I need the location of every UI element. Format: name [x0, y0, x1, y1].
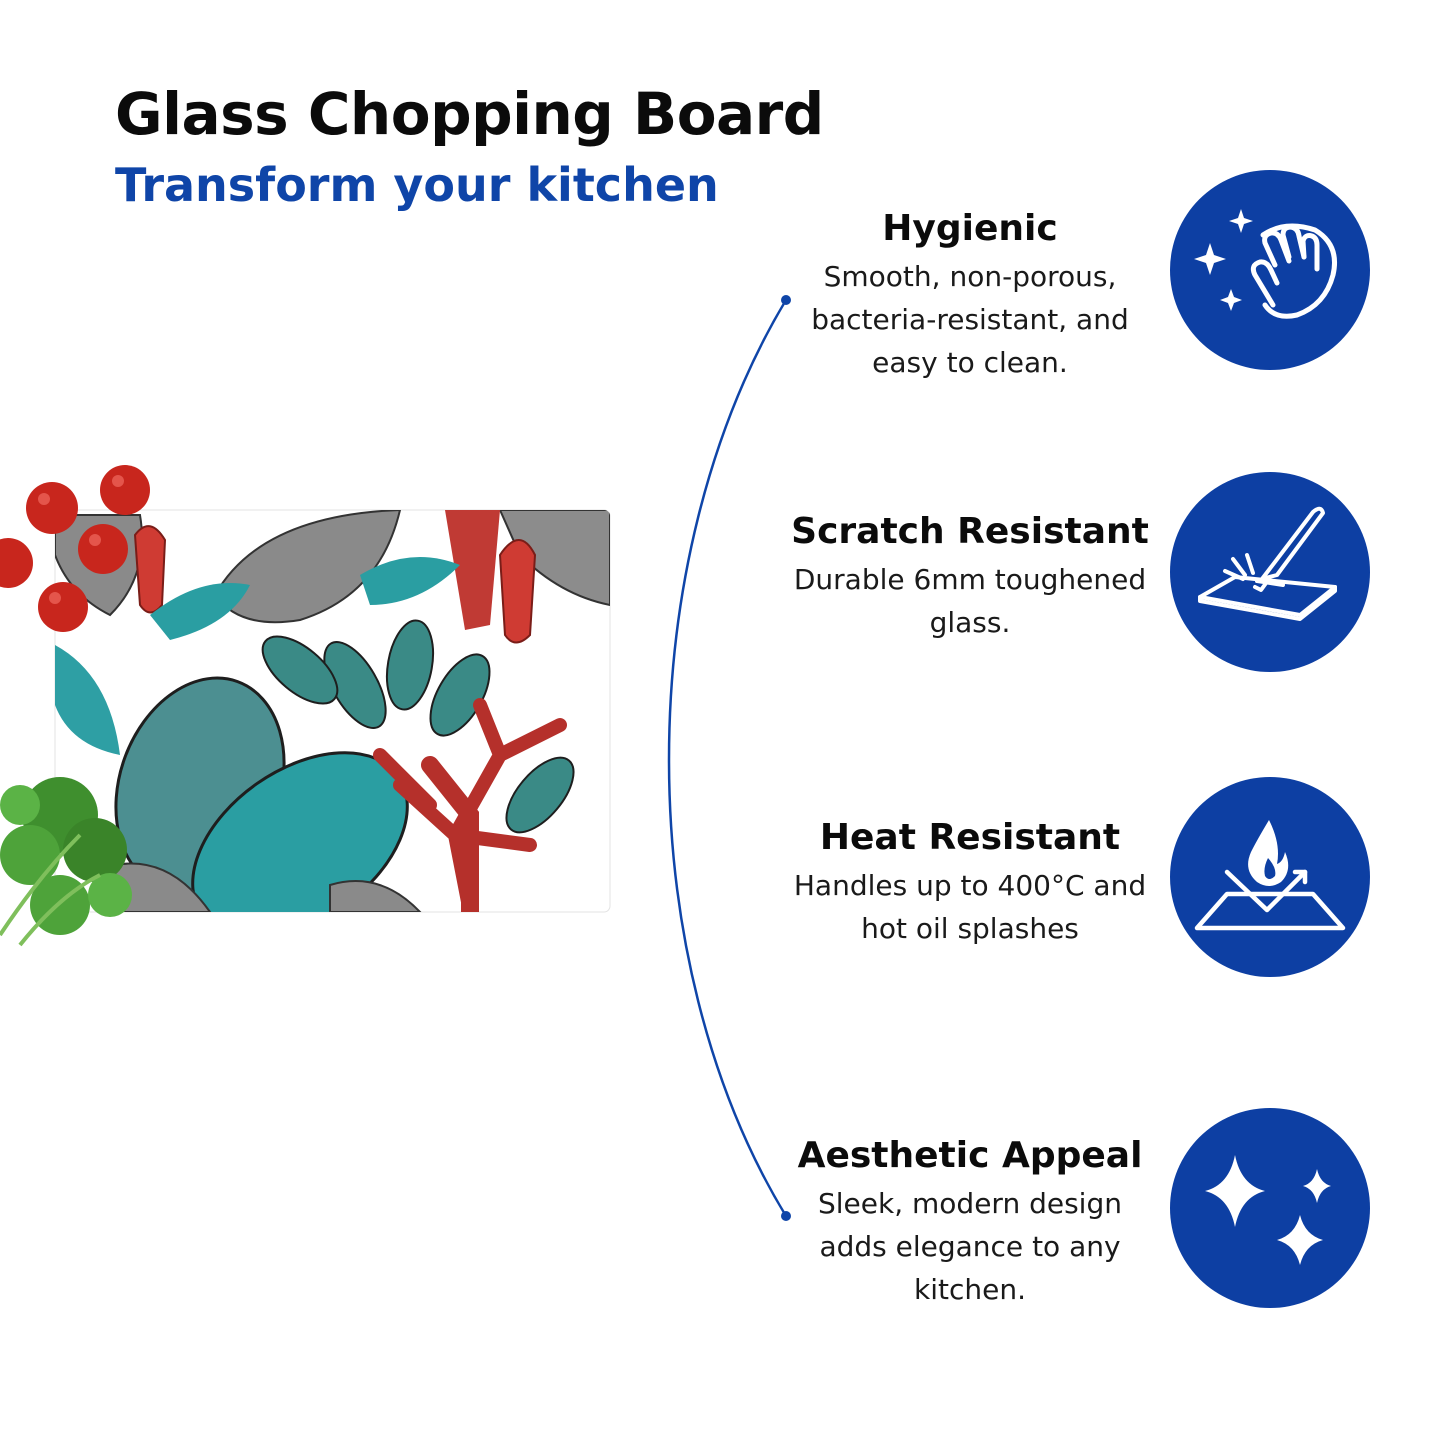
feature-title: Heat Resistant [819, 817, 1121, 858]
parsley-icon [0, 777, 132, 947]
feature-hygienic: Hygienic Smooth, non-porous, bacteria-re… [790, 205, 1150, 384]
hand-wipe-sparkle-icon [1165, 165, 1375, 375]
feature-description: Sleek, modern design adds elegance to an… [818, 1187, 1122, 1306]
feature-title: Hygienic [882, 208, 1058, 249]
sparkles-icon [1165, 1103, 1375, 1313]
feature-description: Handles up to 400°C and hot oil splashes [793, 869, 1147, 945]
glass-chopping-board-tropical-leaves-icon [0, 465, 611, 947]
feature-description: Durable 6mm toughened glass. [793, 563, 1147, 639]
flame-surface-icon [1165, 772, 1375, 982]
feature-aesthetic-appeal: Aesthetic Appeal Sleek, modern design ad… [790, 1132, 1150, 1311]
cherry-tomato-icon [0, 465, 150, 632]
page-subtitle: Transform your kitchen [115, 158, 719, 212]
product-image [0, 455, 620, 965]
feature-heat-resistant: Heat Resistant Handles up to 400°C and h… [790, 814, 1150, 950]
feature-title: Aesthetic Appeal [797, 1135, 1143, 1176]
feature-description: Smooth, non-porous, bacteria-resistant, … [811, 260, 1129, 379]
page-title: Glass Chopping Board [115, 80, 824, 148]
knife-scratch-icon [1165, 467, 1375, 677]
feature-scratch-resistant: Scratch Resistant Durable 6mm toughened … [790, 508, 1150, 644]
feature-title: Scratch Resistant [791, 511, 1149, 552]
